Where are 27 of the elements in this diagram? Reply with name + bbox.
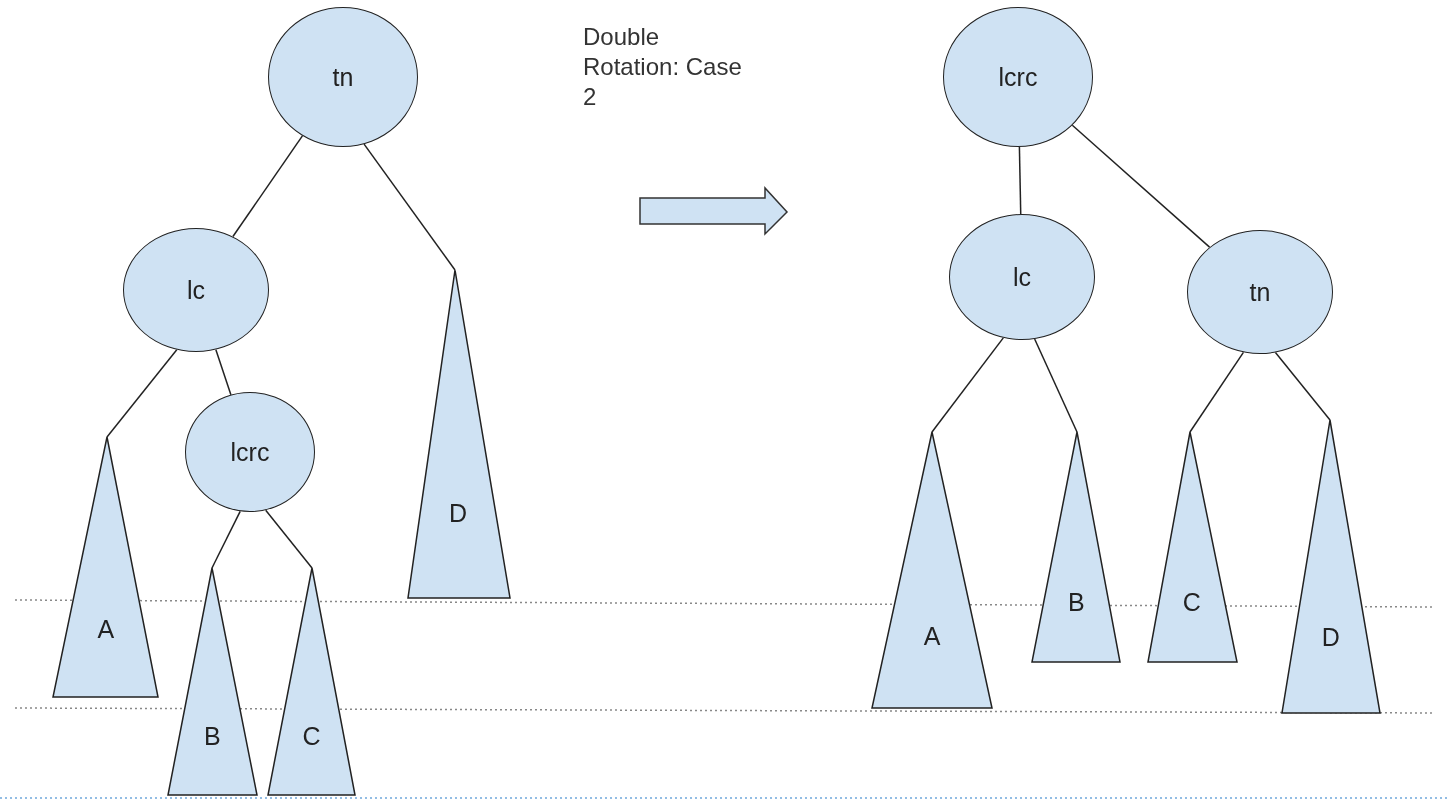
subtree-label: C xyxy=(302,723,321,749)
node-label: tn xyxy=(1249,279,1271,305)
tree-edge xyxy=(1033,338,1078,433)
subtree-label: A xyxy=(923,623,941,649)
tree-edge xyxy=(106,349,178,438)
subtree-label: C xyxy=(1182,589,1201,615)
subtree-label: A xyxy=(97,616,115,642)
node-label: lc xyxy=(1012,264,1032,290)
tree-edge xyxy=(215,348,232,396)
node-label: lcrc xyxy=(230,439,270,465)
subtree-label: D xyxy=(1321,624,1340,650)
subtree-label: B xyxy=(1067,589,1085,615)
tree-edge xyxy=(931,337,1005,433)
node-label: lcrc xyxy=(998,64,1038,90)
node-label: tn xyxy=(332,64,354,90)
subtree-label: D xyxy=(449,500,468,526)
tree-edge xyxy=(265,509,313,569)
tree-edge xyxy=(211,510,241,569)
subtree-label: B xyxy=(204,723,221,749)
tree-edge xyxy=(363,143,456,271)
tree-edge xyxy=(1189,351,1245,433)
tree-edge xyxy=(1071,124,1211,248)
tree-edge xyxy=(1274,351,1331,421)
tree-edge xyxy=(232,135,304,238)
node-label: lc xyxy=(186,277,206,303)
diagram-title: Double Rotation: Case 2 xyxy=(583,22,743,112)
tree-edge xyxy=(1018,146,1022,215)
